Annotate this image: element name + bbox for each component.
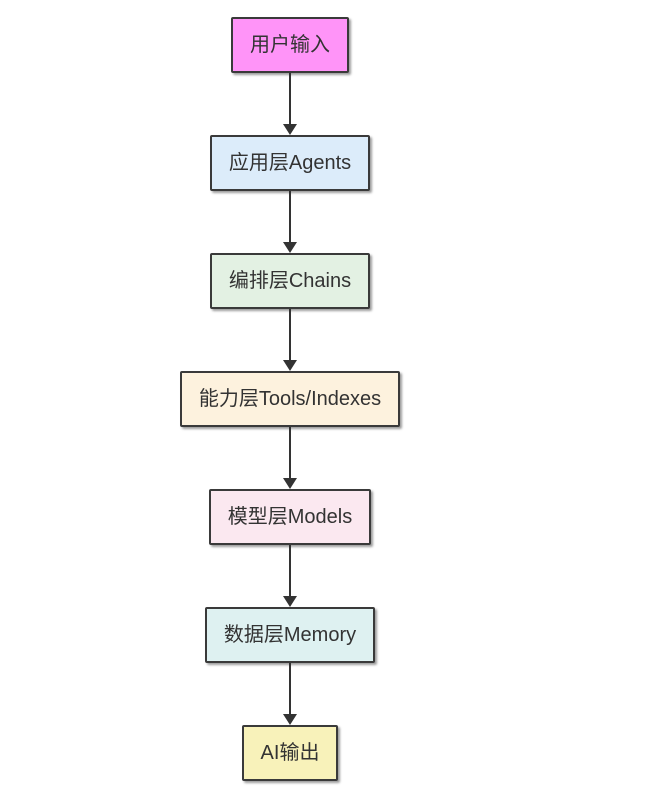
node-data-layer: 数据层Memory bbox=[204, 607, 376, 663]
node-application-layer-label: 应用层Agents bbox=[228, 152, 352, 174]
node-data-layer-label: 数据层Memory bbox=[223, 624, 357, 646]
edge-arrow-down bbox=[283, 545, 297, 607]
node-ai-output-label: AI输出 bbox=[260, 742, 320, 764]
edge-arrow-down bbox=[283, 663, 297, 725]
edge-arrow-down bbox=[283, 73, 297, 135]
node-model-layer: 模型层Models bbox=[208, 489, 372, 545]
flowchart: 用户输入 应用层Agents 编排层Chains 能力层Tools/Indexe… bbox=[179, 17, 401, 781]
node-user-input: 用户输入 bbox=[231, 17, 349, 73]
node-orchestration-layer: 编排层Chains bbox=[209, 253, 371, 309]
edge-arrow-down bbox=[283, 309, 297, 371]
node-capability-layer: 能力层Tools/Indexes bbox=[179, 371, 401, 427]
node-user-input-label: 用户输入 bbox=[250, 34, 330, 56]
node-model-layer-label: 模型层Models bbox=[227, 506, 353, 528]
node-capability-layer-label: 能力层Tools/Indexes bbox=[198, 388, 382, 410]
node-ai-output: AI输出 bbox=[241, 725, 339, 781]
node-application-layer: 应用层Agents bbox=[209, 135, 371, 191]
node-orchestration-layer-label: 编排层Chains bbox=[228, 270, 352, 292]
edge-arrow-down bbox=[283, 191, 297, 253]
edge-arrow-down bbox=[283, 427, 297, 489]
